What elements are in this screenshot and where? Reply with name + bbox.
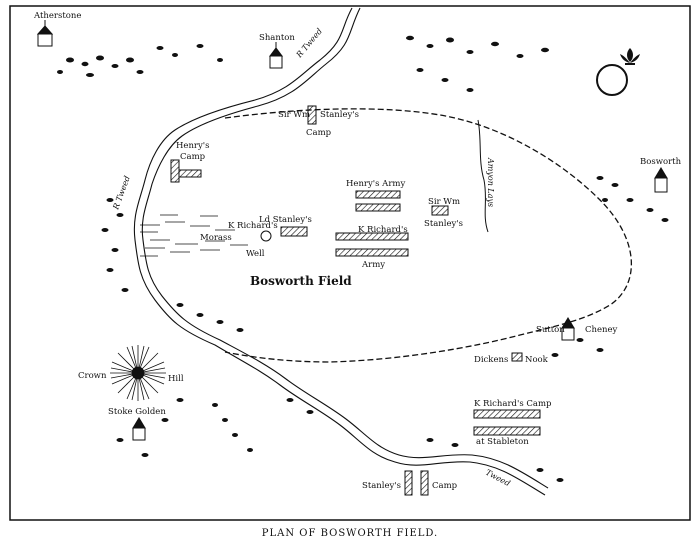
label-k-richards-army-2: Army: [361, 260, 385, 270]
k-richards-army-block-2: [335, 248, 409, 257]
ld-stanleys-block: [280, 226, 308, 237]
tree-clusters: [57, 35, 669, 482]
label-nook: Nook: [525, 355, 549, 365]
label-sir-wm-camp-1: Sir Wm: [278, 110, 310, 120]
label-k-richards-well-1: K Richard's: [228, 221, 278, 231]
label-sutton: Sutton: [536, 325, 565, 335]
label-bosworth-field: Bosworth Field: [250, 274, 352, 288]
label-cheney: Cheney: [585, 325, 618, 335]
church-sutton-cheney-icon: [561, 317, 575, 341]
label-amyon-lays: Amyon Lays: [486, 157, 495, 207]
label-shanton: Shanton: [259, 33, 295, 43]
morass-marsh: [140, 214, 248, 257]
label-ld-stanleys: Ld Stanley's: [259, 215, 312, 225]
crown-hill-sunburst: [110, 345, 166, 401]
stanleys-camp-block-1: [404, 470, 413, 496]
field-boundary: [224, 108, 632, 363]
label-sir-wm-camp-2: Stanley's: [320, 110, 359, 120]
stanleys-camp-block-2: [420, 470, 429, 496]
label-stanleys: Stanley's: [362, 481, 401, 491]
label-k-richards-well-2: Well: [246, 249, 265, 259]
label-r-tweed-top: R Tweed: [294, 27, 324, 60]
dickens-nook-block: [511, 352, 523, 362]
label-henrys-camp-1: Henry's: [176, 141, 209, 151]
label-crown: Crown: [78, 371, 107, 381]
label-k-richards-camp: K Richard's Camp: [474, 399, 552, 409]
label-tweed-bottom: Tweed: [484, 468, 512, 488]
label-at-stableton: at Stableton: [476, 437, 529, 447]
church-bosworth-icon: [654, 167, 668, 193]
church-stoke-golden-icon: [132, 417, 146, 441]
map-border: [9, 5, 691, 521]
label-sir-wm-stanleys-1: Sir Wm: [428, 197, 460, 207]
sun-symbol: [596, 64, 628, 96]
label-r-tweed-left: R Tweed: [111, 175, 132, 212]
sir-wm-stanleys-block: [431, 205, 449, 216]
church-shanton-icon: [269, 42, 283, 69]
amyon-lays-stream: [477, 119, 489, 233]
map-caption: PLAN OF BOSWORTH FIELD.: [261, 528, 439, 539]
label-bosworth: Bosworth: [640, 157, 682, 167]
sir-wm-stanley-camp-block: [307, 105, 317, 125]
label-atherstone: Atherstone: [33, 11, 81, 21]
fleur-de-lis-icon: [620, 48, 640, 65]
k-richards-camp-block-2: [473, 426, 541, 436]
label-dickens: Dickens: [474, 355, 508, 365]
label-camp: Camp: [432, 481, 458, 491]
label-stoke-golden: Stoke Golden: [108, 407, 166, 417]
church-atherstone-icon: [36, 20, 54, 47]
henrys-camp-block: [170, 159, 202, 183]
henrys-army-block-2: [355, 203, 401, 212]
k-richards-army-block-1: [335, 232, 409, 241]
river-tweed: [133, 7, 549, 496]
label-morass: Morass: [200, 233, 232, 243]
label-henrys-camp-2: Camp: [180, 152, 206, 162]
label-sir-wm-camp-3: Camp: [306, 128, 332, 138]
henrys-army-block-1: [355, 190, 401, 199]
label-henrys-army: Henry's Army: [346, 179, 405, 189]
k-richards-well-icon: [260, 230, 272, 242]
label-sir-wm-stanleys-2: Stanley's: [424, 219, 463, 229]
label-k-richards-army-1: K Richard's: [358, 225, 408, 235]
label-hill: Hill: [168, 374, 184, 384]
k-richards-camp-block-1: [473, 409, 541, 419]
